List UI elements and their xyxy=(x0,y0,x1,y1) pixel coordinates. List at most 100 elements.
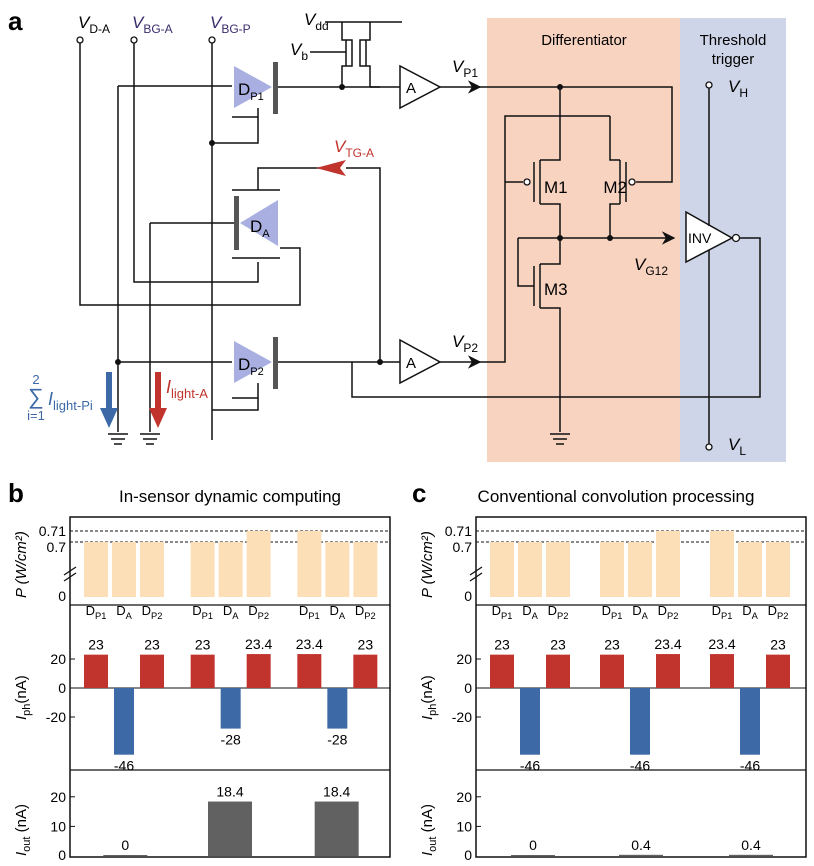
device-tick-label: DP2 xyxy=(768,603,789,621)
differentiator-block xyxy=(487,18,680,462)
iph-tick-label: 20 xyxy=(456,651,472,667)
sum-symbol: ∑ xyxy=(28,384,44,409)
power-tick-label: 0.71 xyxy=(445,523,472,539)
power-bar xyxy=(140,542,164,597)
junction-g12-b xyxy=(607,235,613,241)
threshold-label-line1: Threshold xyxy=(700,32,767,49)
inverter-label: INV xyxy=(688,230,712,246)
power-bar xyxy=(297,531,322,597)
power-bar xyxy=(353,542,378,597)
iout-data-label: 0 xyxy=(529,837,537,853)
power-bar xyxy=(84,542,108,597)
power-tick-label: 0 xyxy=(58,588,66,604)
iph-data-label: -46 xyxy=(630,758,650,774)
amplifier-2-label: A xyxy=(406,355,416,372)
iout-axis-label: Iout (nA) xyxy=(419,804,439,856)
device-tick-label: DA xyxy=(330,603,346,621)
iout-data-label: 0.4 xyxy=(631,837,651,853)
wire-vtga-right xyxy=(346,167,381,362)
node-vh-label: VH xyxy=(728,77,748,100)
terminal-vl xyxy=(705,443,713,451)
ground-left xyxy=(108,433,128,445)
iout-tick-label: 20 xyxy=(456,789,472,805)
iph-data-label: -46 xyxy=(740,758,760,774)
amplifier-1 xyxy=(399,64,442,110)
m3-label: M3 xyxy=(544,280,568,299)
iout-data-label: 0 xyxy=(121,837,129,853)
device-tick-label: DP2 xyxy=(248,603,269,621)
iph-tick-label: -20 xyxy=(46,709,66,725)
iph-data-label: 23 xyxy=(550,637,566,653)
terminal-vh xyxy=(705,81,713,89)
axis-break xyxy=(469,566,483,582)
iph-data-label: -46 xyxy=(114,758,134,774)
diode-da-label: DA xyxy=(250,217,270,240)
iph-bar-negative xyxy=(220,688,241,729)
diode-dp1-electrode xyxy=(273,62,278,114)
power-bar xyxy=(628,542,652,597)
power-axis-label: P (W/cm²) xyxy=(13,531,30,598)
iph-data-label: 23 xyxy=(494,637,510,653)
axis-break xyxy=(63,566,77,582)
node-vl-label: VL xyxy=(728,435,746,458)
wire-dp2-gate xyxy=(232,383,259,399)
vtga-arrow xyxy=(316,160,346,176)
power-bar xyxy=(112,542,136,597)
power-bar xyxy=(518,542,542,597)
power-bar xyxy=(246,531,271,597)
iph-bar-positive xyxy=(710,654,734,688)
iph-data-label: -28 xyxy=(221,732,241,748)
ground-mid xyxy=(140,433,160,445)
pmos-right xyxy=(359,22,371,87)
panel-b-title: In-sensor dynamic computing xyxy=(119,487,341,506)
iph-bar-positive xyxy=(190,654,215,688)
chart-frame xyxy=(69,516,391,858)
iph-bar-positive xyxy=(84,654,108,688)
inverter-bubble xyxy=(731,233,741,243)
wire-vtga-da xyxy=(257,167,340,190)
m3-gate-wire xyxy=(517,238,534,287)
iph-data-label: 23.4 xyxy=(245,636,272,652)
device-tick-label: DA xyxy=(632,603,648,621)
wire-bg-dp1 xyxy=(212,117,259,144)
wire-vda xyxy=(79,43,301,306)
diode-dp2-label: DP2 xyxy=(238,355,264,378)
chart-frame xyxy=(475,516,807,858)
wire-dp1-gate xyxy=(232,108,259,118)
panel-b-label: b xyxy=(8,478,24,508)
current-arrow-pi xyxy=(100,372,118,428)
iout-tick-label: 10 xyxy=(50,818,66,834)
m2-gate-bubble xyxy=(628,178,636,186)
iph-data-label: 23 xyxy=(144,637,160,653)
device-tick-label: DP1 xyxy=(86,603,107,621)
power-bar xyxy=(710,531,734,597)
iph-bar-negative xyxy=(740,688,760,755)
iout-data-label: 18.4 xyxy=(216,784,243,800)
iout-data-label: 18.4 xyxy=(323,784,350,800)
iph-data-label: -28 xyxy=(327,732,347,748)
diode-dp2-electrode xyxy=(273,337,278,389)
power-tick-label: 0.7 xyxy=(453,539,473,555)
node-vda-label: VD-A xyxy=(78,13,110,36)
power-bar xyxy=(490,542,514,597)
iout-tick-label: 0 xyxy=(464,847,472,863)
amplifier-1-label: A xyxy=(406,80,416,97)
power-bar xyxy=(546,542,570,597)
wire-feedback xyxy=(351,237,761,398)
iph-bar-positive xyxy=(297,654,322,688)
m2-label: M2 xyxy=(603,178,627,197)
iph-bar-negative xyxy=(327,688,348,729)
iout-tick-label: 10 xyxy=(456,818,472,834)
iph-bar-positive xyxy=(600,654,624,688)
power-tick-label: 0 xyxy=(464,588,472,604)
device-tick-label: DP1 xyxy=(602,603,623,621)
node-vtga-label: VTG-A xyxy=(334,137,374,160)
device-tick-label: DA xyxy=(522,603,538,621)
iph-bar-positive xyxy=(546,654,570,688)
